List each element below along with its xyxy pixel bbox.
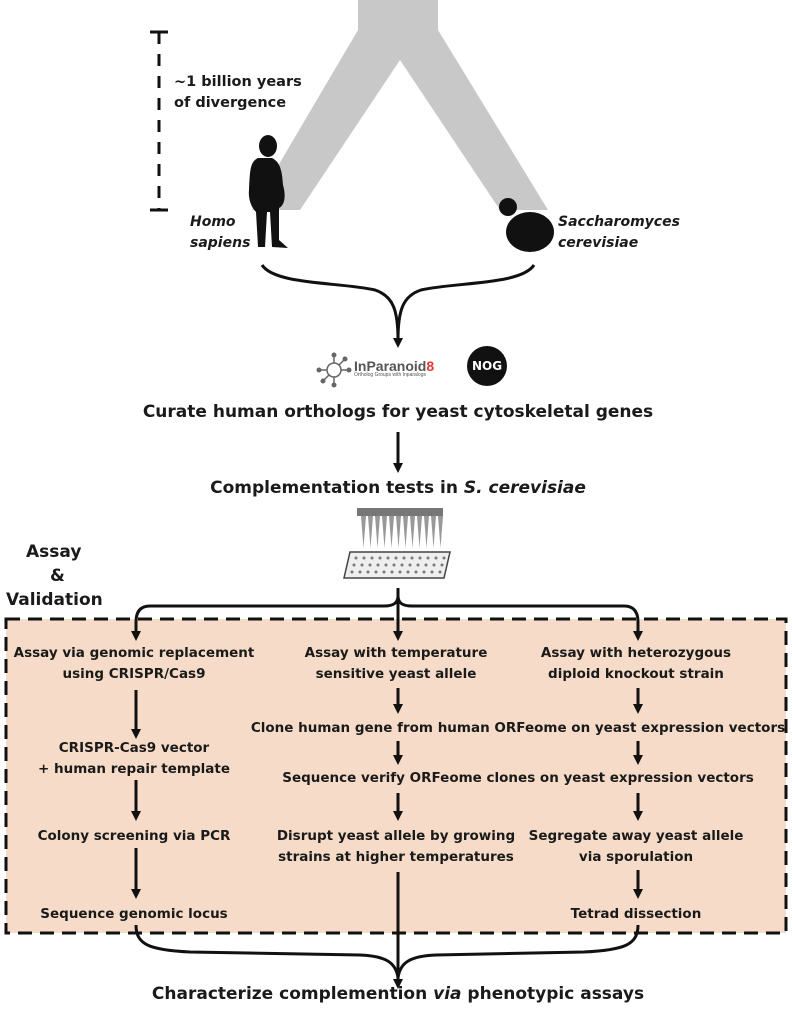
left-step-vector: CRISPR-Cas9 vector + human repair templa… xyxy=(38,738,230,780)
left-step-vector-line-1: CRISPR-Cas9 vector xyxy=(58,740,210,756)
complementation-step: Complementation tests in S. cerevisiae xyxy=(210,478,586,498)
inparanoid-network-icon xyxy=(316,352,352,388)
final-text-via: via xyxy=(433,984,462,1004)
yeast-genus: Saccharomyces xyxy=(558,214,680,230)
human-silhouette-icon xyxy=(248,135,288,248)
left-step-sequence: Sequence genomic locus xyxy=(40,906,228,922)
middle-step-disrupt-line-1: Disrupt yeast allele by growing xyxy=(276,828,516,844)
yeast-cell-icon xyxy=(499,198,554,252)
middle-step-disrupt-line-2: strains at higher temperatures xyxy=(278,849,514,865)
left-header-line-2: using CRISPR/Cas9 xyxy=(62,666,206,682)
complementation-species: S. cerevisiae xyxy=(463,478,586,498)
assay-label-line-2: & xyxy=(50,566,65,586)
divergence-scale-bar xyxy=(150,30,168,212)
phylogeny-tree xyxy=(252,0,548,210)
inparanoid-version: 8 xyxy=(426,358,435,374)
converge-left xyxy=(134,924,400,979)
right-step-segregate-line-2: via sporulation xyxy=(578,849,694,865)
left-step-vector-line-2: + human repair template xyxy=(38,761,230,777)
right-step-segregate: Segregate away yeast allele via sporulat… xyxy=(529,826,744,868)
inparanoid-name: InParanoid xyxy=(354,358,427,374)
assay-label-line-1: Assay xyxy=(26,542,82,562)
final-step: Characterize complemention via phenotypi… xyxy=(152,984,644,1004)
yeast-epithet: cerevisiae xyxy=(558,235,639,251)
converge-right xyxy=(396,924,640,979)
left-header: Assay via genomic replacement using CRIS… xyxy=(14,643,255,685)
left-header-line-1: Assay via genomic replacement xyxy=(13,645,255,661)
human-epithet: sapiens xyxy=(190,235,251,251)
merge-curve-right xyxy=(396,264,536,341)
merge-curve-left xyxy=(260,264,400,341)
middle-header-line-2: sensitive yeast allele xyxy=(315,666,477,682)
right-header-line-2: diploid knockout strain xyxy=(548,666,724,682)
curate-orthologs-step: Curate human orthologs for yeast cytoske… xyxy=(142,402,654,422)
human-species-label: Homo sapiens xyxy=(190,212,250,254)
right-header: Assay with heterozygous diploid knockout… xyxy=(541,643,731,685)
branch-connector-right xyxy=(396,595,640,632)
nog-label: NOG xyxy=(471,359,503,373)
divergence-label-line-2: of divergence xyxy=(174,95,287,111)
assay-validation-label: Assay & Validation xyxy=(6,540,103,612)
human-genus: Homo xyxy=(190,214,236,230)
shared-sequence-step: Sequence verify ORFeome clones on yeast … xyxy=(282,770,754,786)
right-header-line-1: Assay with heterozygous xyxy=(540,645,732,661)
right-step-tetrad: Tetrad dissection xyxy=(570,906,702,922)
divergence-label-line-1: ~1 billion years xyxy=(174,74,302,90)
divergence-label: ~1 billion years of divergence xyxy=(174,72,302,114)
complementation-text: Complementation tests in xyxy=(210,478,464,498)
yeast-species-label: Saccharomyces cerevisiae xyxy=(558,212,680,254)
middle-header: Assay with temperature sensitive yeast a… xyxy=(305,643,488,685)
middle-step-disrupt: Disrupt yeast allele by growing strains … xyxy=(277,826,515,868)
assay-label-line-3: Validation xyxy=(6,590,103,610)
shared-clone-step: Clone human gene from human ORFeome on y… xyxy=(250,720,786,736)
inparanoid-tagline: Ortholog Groups with Inparalogs xyxy=(354,372,426,378)
left-step-screening: Colony screening via PCR xyxy=(37,828,231,844)
pipette-and-plate-icon xyxy=(343,508,451,579)
right-step-segregate-line-1: Segregate away yeast allele xyxy=(528,828,744,844)
final-text-suffix: phenotypic assays xyxy=(461,984,645,1004)
nog-logo: NOG xyxy=(467,346,507,386)
middle-header-line-1: Assay with temperature xyxy=(304,645,488,661)
final-text-prefix: Characterize complemention xyxy=(151,984,434,1004)
